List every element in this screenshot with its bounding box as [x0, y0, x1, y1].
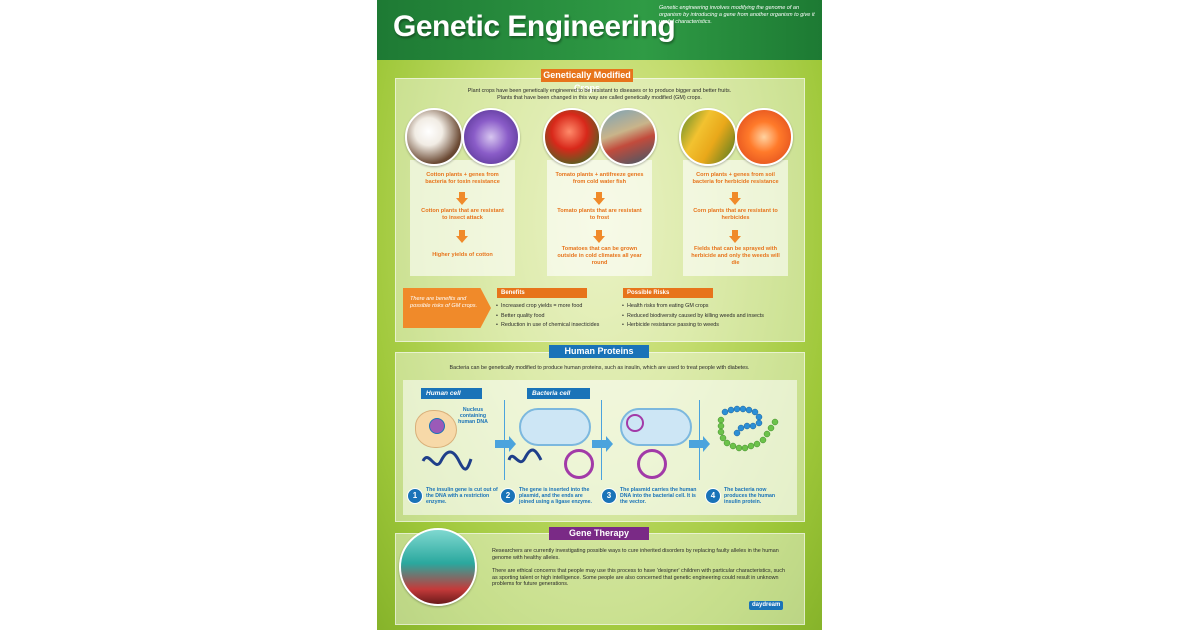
tomato-photo	[543, 108, 601, 166]
divider	[504, 400, 505, 480]
gt-para-2: There are ethical concerns that people m…	[492, 568, 785, 588]
gm-corn-step2: Corn plants that are resistant to herbic…	[693, 208, 778, 221]
cotton-photo	[405, 108, 463, 166]
gm-card-cotton: Cotton plants + genes from bacteria for …	[410, 160, 515, 276]
header: Genetic Engineering Genetic engineering …	[377, 0, 822, 60]
gm-intro-1: Plant crops have been genetically engine…	[467, 88, 732, 94]
risk-item: Reduced biodiversity caused by killing w…	[622, 313, 797, 319]
poster: Genetic Engineering Genetic engineering …	[377, 0, 822, 630]
hp-intro: Bacteria can be genetically modified to …	[449, 365, 750, 371]
down-arrow-icon	[456, 192, 468, 205]
down-arrow-icon	[729, 192, 741, 205]
bacteria-cell-icon	[519, 408, 591, 446]
arrow-right-icon	[689, 436, 710, 452]
step-number: 1	[407, 488, 423, 504]
gm-tomato-step2: Tomato plants that are resistant to fros…	[557, 208, 642, 221]
benefit-item: Reduction in use of chemical insecticide…	[496, 322, 621, 328]
gm-corn-step1: Corn plants + genes from soil bacteria f…	[692, 172, 779, 185]
gm-tomato-step1: Tomato plants + antifreeze genes from co…	[555, 172, 644, 185]
down-arrow-icon	[456, 230, 468, 243]
tab-bacteria-cell: Bacteria cell	[527, 388, 590, 399]
gm-card-tomato: Tomato plants + antifreeze genes from co…	[547, 160, 652, 276]
step-text: The plasmid carries the human DNA into t…	[620, 487, 697, 505]
gt-para-1: Researchers are currently investigating …	[492, 548, 779, 561]
arrow-right-icon	[592, 436, 613, 452]
benefit-item: Increased crop yields = more food	[496, 303, 621, 309]
benefit-item: Better quality food	[496, 313, 621, 319]
gm-card-corn: Corn plants + genes from soil bacteria f…	[683, 160, 788, 276]
nucleus-label: Nucleus containing human DNA	[458, 407, 488, 425]
step-number: 2	[500, 488, 516, 504]
step-text: The insulin gene is cut out of the DNA w…	[426, 487, 498, 505]
plasmid-icon	[564, 449, 594, 479]
bacteria-photo	[462, 108, 520, 166]
arrow-right-icon	[495, 436, 516, 452]
gm-callout: There are benefits and possible risks of…	[403, 288, 491, 328]
test-tubes-photo	[399, 528, 477, 606]
plasmid-icon	[637, 449, 667, 479]
gm-callout-text: There are benefits and possible risks of…	[410, 296, 478, 309]
gm-cotton-step2: Cotton plants that are resistant to inse…	[421, 208, 504, 221]
risk-item: Health risks from eating GM crops	[622, 303, 797, 309]
divider	[699, 400, 700, 480]
divider	[601, 400, 602, 480]
gm-tomato-step3: Tomatoes that can be grown outside in co…	[557, 246, 642, 266]
gm-corn-step3: Fields that can be sprayed with herbicid…	[691, 246, 780, 266]
step-text: The bacteria now produces the human insu…	[724, 487, 776, 505]
gm-heading: Genetically Modified Crops	[541, 69, 633, 93]
step-number: 4	[705, 488, 721, 504]
insulin-protein-icon	[717, 405, 779, 452]
gm-intro-2: Plants that have been changed in this wa…	[497, 95, 702, 101]
fish-photo	[599, 108, 657, 166]
risk-item: Herbicide resistance passing to weeds	[622, 322, 797, 328]
daydream-logo: daydream	[749, 601, 784, 610]
tab-human-cell: Human cell	[421, 388, 482, 399]
down-arrow-icon	[593, 230, 605, 243]
gm-cotton-step3: Higher yields of cotton	[432, 252, 493, 258]
step-number: 3	[601, 488, 617, 504]
corn-photo	[679, 108, 737, 166]
plasmid-icon	[626, 414, 644, 432]
down-arrow-icon	[729, 230, 741, 243]
gm-cotton-step1: Cotton plants + genes from bacteria for …	[425, 172, 500, 185]
dna-insert-icon	[507, 448, 543, 464]
hp-heading: Human Proteins	[549, 345, 649, 358]
poster-intro: Genetic engineering involves modifying t…	[659, 5, 815, 25]
step-text: The gene is inserted into the plasmid, a…	[519, 487, 592, 505]
poster-title: Genetic Engineering	[393, 10, 676, 43]
benefits-title: Benefits	[497, 288, 587, 298]
risks-title: Possible Risks	[623, 288, 713, 298]
soil-bacteria-photo	[735, 108, 793, 166]
dna-strand-icon	[421, 450, 473, 471]
nucleus-icon	[429, 418, 445, 434]
gt-heading: Gene Therapy	[549, 527, 649, 540]
down-arrow-icon	[593, 192, 605, 205]
